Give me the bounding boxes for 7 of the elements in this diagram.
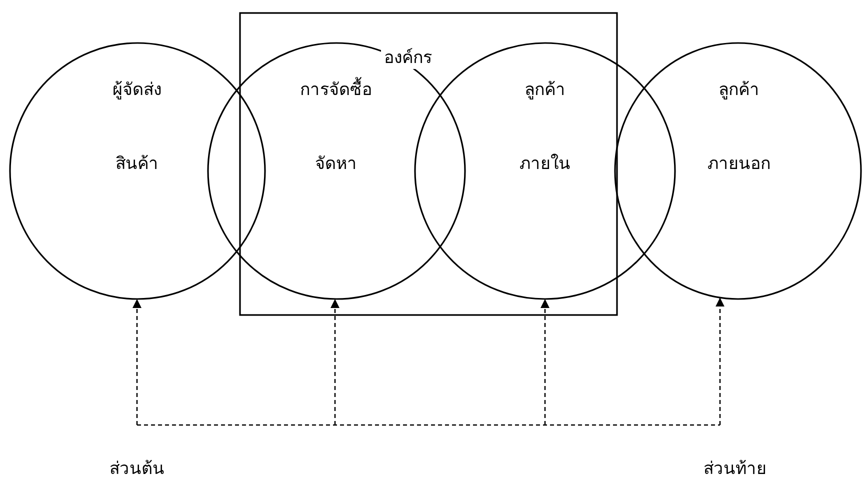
section-label: ส่วนต้น bbox=[108, 458, 166, 480]
section-label: ส่วนท้าย bbox=[702, 458, 768, 480]
dashed-arrow bbox=[132, 299, 142, 425]
dashed-arrow bbox=[716, 298, 724, 425]
dashed-arrow bbox=[540, 299, 550, 425]
dashed-arrow bbox=[330, 299, 340, 425]
node-label: องค์กร bbox=[381, 47, 435, 69]
